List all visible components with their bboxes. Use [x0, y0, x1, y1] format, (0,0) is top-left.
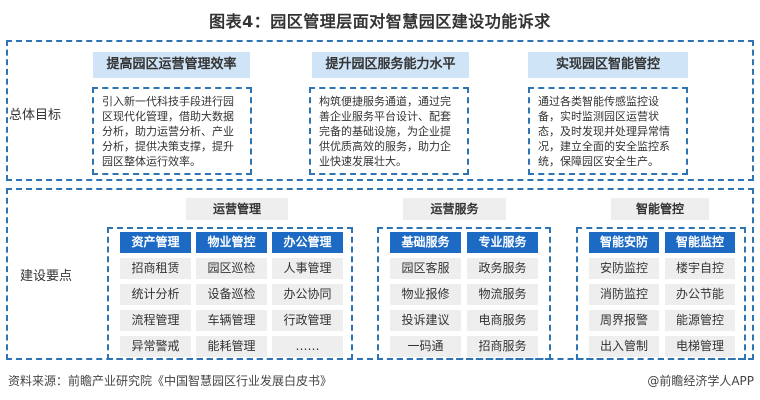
- group-box-smart-control: [576, 227, 746, 360]
- column-head: 办公管理: [272, 232, 343, 253]
- figure-title: 图表4：园区管理层面对智慧园区建设功能诉求: [209, 12, 551, 31]
- column-asset-mgmt: 资产管理 招商租赁 统计分析 流程管理 异常警戒: [120, 232, 191, 357]
- goal-desc-efficiency: 引入新一代科技手段进行园区现代化管理，借助大数据分析，助力运营分析、产业分析，提…: [92, 87, 252, 175]
- overall-goals-section: [6, 40, 754, 181]
- column-basic-service: 基础服务 园区客服 物业报修 投诉建议 一码通: [390, 232, 461, 357]
- feature-item: 物业报修: [390, 284, 461, 305]
- goal-heading-service: 提升园区服务能力水平: [312, 52, 469, 78]
- feature-item: 园区客服: [390, 258, 461, 279]
- feature-item: 园区巡检: [196, 258, 267, 279]
- feature-item: 电商服务: [467, 310, 538, 331]
- column-office-mgmt: 办公管理 人事管理 办公协同 行政管理 ……: [272, 232, 343, 357]
- group-heading-smart-control: 智能管控: [611, 198, 709, 220]
- column-head: 智能监控: [665, 232, 735, 253]
- feature-item: 楼宇自控: [665, 258, 735, 279]
- feature-item: 异常警戒: [120, 336, 191, 357]
- feature-item: 流程管理: [120, 310, 191, 331]
- feature-item: 一码通: [390, 336, 461, 357]
- feature-item: 设备巡检: [196, 284, 267, 305]
- feature-item: 物流服务: [467, 284, 538, 305]
- feature-item: 消防监控: [589, 284, 659, 305]
- feature-item: 周界报警: [589, 310, 659, 331]
- goal-heading-smart-control: 实现园区智能管控: [528, 52, 688, 78]
- feature-item: 办公协同: [272, 284, 343, 305]
- feature-item: 招商服务: [467, 336, 538, 357]
- column-head: 资产管理: [120, 232, 191, 253]
- source-note: 资料来源：前瞻产业研究院《中国智慧园区行业发展白皮书》: [8, 374, 333, 388]
- group-heading-operations-service: 运营服务: [403, 198, 506, 220]
- goal-heading-efficiency: 提高园区运营管理效率: [93, 52, 250, 78]
- goal-desc-smart-control: 通过各类智能传感监控设备，实时监测园区运营状态，及时发现并处理异常情况，建立全面…: [528, 87, 688, 175]
- column-smart-security: 智能安防 安防监控 消防监控 周界报警 出入管制: [589, 232, 659, 357]
- feature-item: 行政管理: [272, 310, 343, 331]
- feature-item: 人事管理: [272, 258, 343, 279]
- group-box-operations-service: [377, 227, 551, 360]
- feature-item: 车辆管理: [196, 310, 267, 331]
- goal-desc-service: 构筑便捷服务通道，通过完善企业服务平台设计、配套完备的基础设施，为企业提供优质高…: [309, 87, 469, 175]
- column-head: 专业服务: [467, 232, 538, 253]
- credit-note: @前瞻经济学人APP: [647, 374, 754, 388]
- column-head: 物业管控: [196, 232, 267, 253]
- feature-item: 投诉建议: [390, 310, 461, 331]
- feature-item: 出入管制: [589, 336, 659, 357]
- feature-item: 能源管控: [665, 310, 735, 331]
- key-points-label: 建设要点: [20, 269, 73, 284]
- column-property-control: 物业管控 园区巡检 设备巡检 车辆管理 能耗管理: [196, 232, 267, 357]
- column-head: 智能安防: [589, 232, 659, 253]
- feature-item: ……: [272, 336, 343, 357]
- column-professional-service: 专业服务 政务服务 物流服务 电商服务 招商服务: [467, 232, 538, 357]
- feature-item: 能耗管理: [196, 336, 267, 357]
- feature-item: 办公节能: [665, 284, 735, 305]
- feature-item: 安防监控: [589, 258, 659, 279]
- column-smart-monitoring: 智能监控 楼宇自控 办公节能 能源管控 电梯管理: [665, 232, 735, 357]
- feature-item: 统计分析: [120, 284, 191, 305]
- feature-item: 电梯管理: [665, 336, 735, 357]
- feature-item: 政务服务: [467, 258, 538, 279]
- column-head: 基础服务: [390, 232, 461, 253]
- group-heading-operations-mgmt: 运营管理: [186, 198, 288, 220]
- overall-goals-label: 总体目标: [9, 108, 62, 123]
- feature-item: 招商租赁: [120, 258, 191, 279]
- group-box-operations-mgmt: [107, 227, 353, 360]
